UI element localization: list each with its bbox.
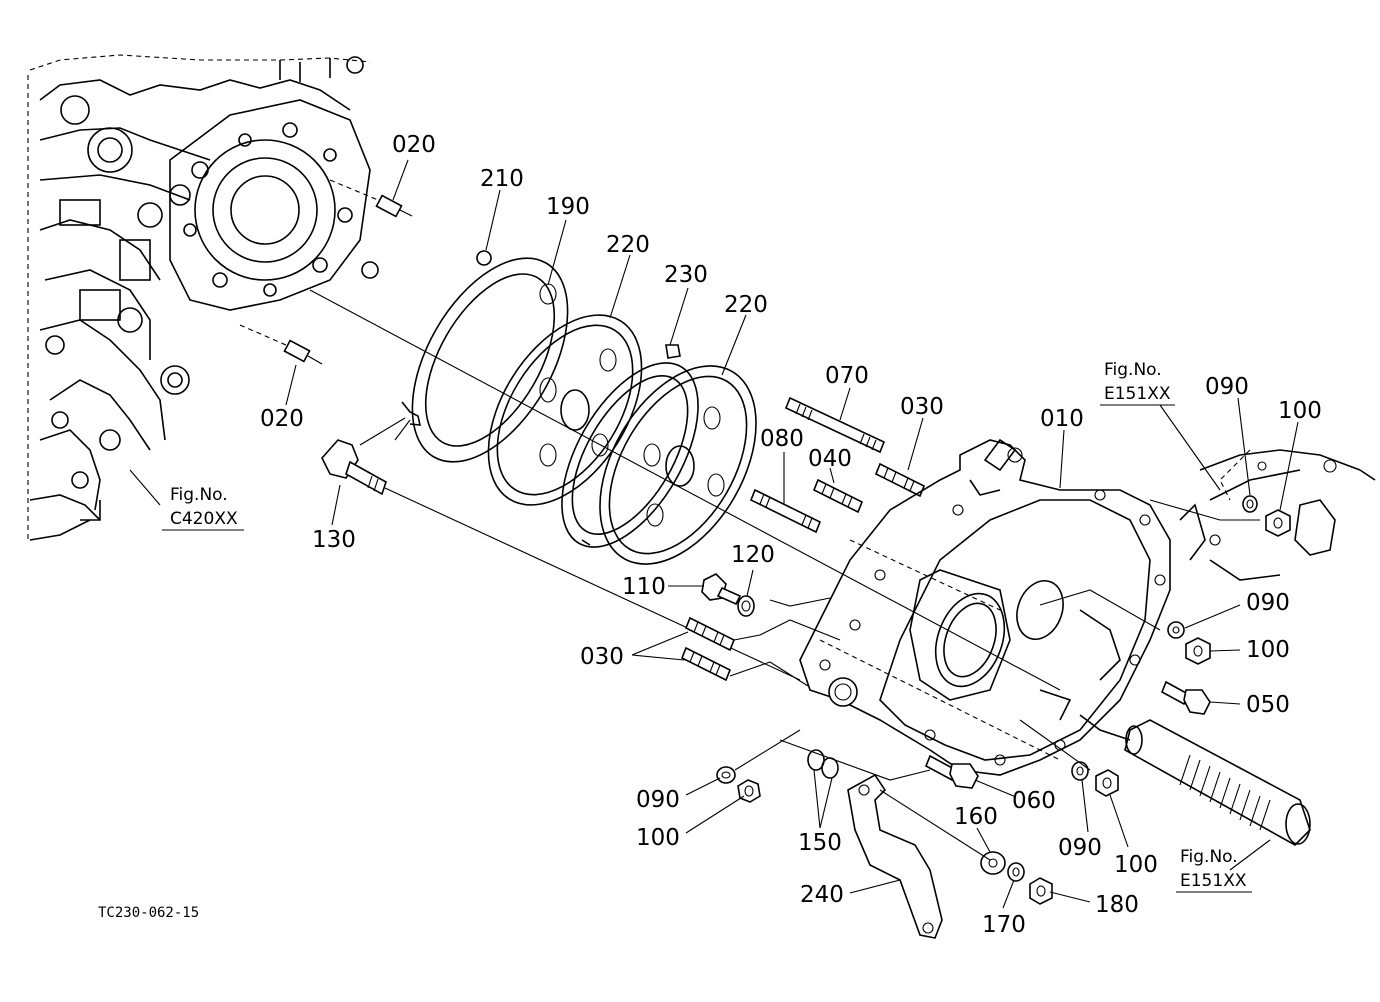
label-170: 170 — [982, 912, 1026, 938]
input-shaft — [1124, 719, 1311, 846]
washer-090-mid — [1071, 761, 1089, 781]
washer-090-right — [1167, 621, 1185, 639]
fig-ref-e151-bottom-line1: Fig.No. — [1180, 847, 1238, 867]
label-160: 160 — [954, 804, 998, 830]
label-100-left: 100 — [636, 825, 680, 851]
stud-030-left-upper — [684, 616, 736, 652]
label-060: 060 — [1012, 788, 1056, 814]
stud-080 — [749, 488, 822, 534]
label-150: 150 — [798, 830, 842, 856]
label-050: 050 — [1246, 692, 1290, 718]
label-230: 230 — [664, 262, 708, 288]
label-090-left: 090 — [636, 787, 680, 813]
leader-lines — [129, 159, 1299, 909]
nut-100-top — [1265, 509, 1291, 537]
label-100-top: 100 — [1278, 398, 1322, 424]
label-090-mid: 090 — [1058, 835, 1102, 861]
fig-ref-e151-top-line1: Fig.No. — [1104, 360, 1162, 380]
dowel-pin-020-bottom — [239, 324, 323, 365]
label-010: 010 — [1040, 406, 1084, 432]
fig-ref-c420: Fig.No. C420XX — [162, 485, 244, 531]
bolt-130 — [321, 417, 801, 681]
bolt-050 — [1160, 680, 1211, 715]
fig-ref-c420-line2: C420XX — [170, 509, 238, 529]
label-100-mid: 100 — [1114, 852, 1158, 878]
stud-030-left-lower — [680, 646, 732, 682]
label-110: 110 — [622, 574, 666, 600]
center-axis-line — [309, 289, 1061, 691]
label-120: 120 — [731, 542, 775, 568]
nut-100-right — [1185, 637, 1211, 665]
label-020-top: 020 — [392, 132, 436, 158]
label-210: 210 — [480, 166, 524, 192]
label-020-bottom: 020 — [260, 406, 304, 432]
drawing-code: TC230-062-15 — [98, 905, 199, 921]
dowel-pin-020-top — [329, 179, 413, 218]
o-rings-150 — [807, 749, 839, 779]
label-220-second: 220 — [724, 292, 768, 318]
nut-180 — [1029, 877, 1053, 905]
label-220-first: 220 — [606, 232, 650, 258]
washer-160 — [980, 851, 1006, 875]
label-040: 040 — [808, 446, 852, 472]
label-090-top: 090 — [1205, 374, 1249, 400]
label-190: 190 — [546, 194, 590, 220]
plate-230 — [561, 344, 699, 548]
label-080: 080 — [760, 426, 804, 452]
clutch-housing-010 — [799, 438, 1171, 776]
plate-190 — [394, 257, 569, 463]
fig-ref-e151-top-line2: E151XX — [1104, 384, 1171, 404]
stud-070 — [784, 396, 886, 454]
bolt-060 — [924, 754, 979, 789]
label-030-left: 030 — [580, 644, 624, 670]
label-130: 130 — [312, 527, 356, 553]
ball-210 — [476, 250, 492, 266]
nut-100-left — [737, 779, 761, 803]
fig-ref-c420-line1: Fig.No. — [170, 485, 228, 505]
stud-030-top — [874, 462, 926, 498]
fig-ref-e151-bottom: Fig.No. E151XX — [1176, 847, 1252, 893]
disc-220-second — [599, 365, 757, 565]
label-030-top: 030 — [900, 394, 944, 420]
label-100-right: 100 — [1246, 637, 1290, 663]
transmission-case-partial — [1179, 449, 1376, 581]
part-number-labels: 020 020 210 190 220 230 220 070 030 010 … — [260, 132, 1322, 938]
spring-washer-170 — [1007, 862, 1025, 882]
fig-ref-e151-bottom-line2: E151XX — [1180, 871, 1247, 891]
washer-090-top — [1242, 495, 1258, 513]
fig-ref-e151-top: Fig.No. E151XX — [1100, 360, 1175, 406]
bolt-110 — [701, 573, 742, 606]
disc-220-first — [487, 314, 643, 506]
label-240: 240 — [800, 882, 844, 908]
engine-block-drawing — [27, 54, 379, 541]
washer-090-left — [716, 766, 736, 784]
label-180: 180 — [1095, 892, 1139, 918]
washer-120 — [737, 595, 755, 617]
label-090-right: 090 — [1246, 590, 1290, 616]
label-070: 070 — [825, 363, 869, 389]
stud-040 — [812, 478, 864, 514]
nut-100-mid — [1095, 769, 1119, 797]
